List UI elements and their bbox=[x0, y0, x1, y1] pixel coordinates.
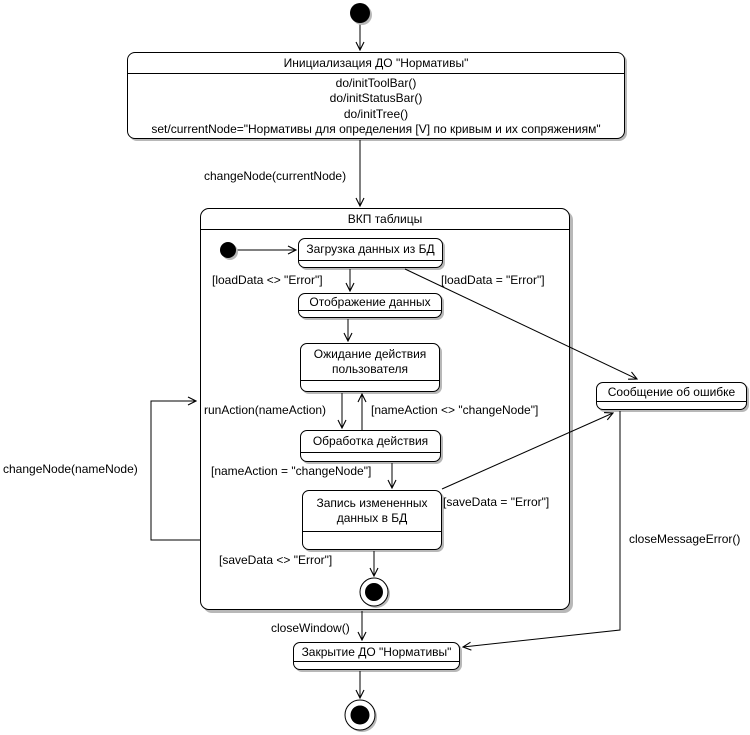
state-display-data: Отображение данных bbox=[298, 293, 442, 318]
final-state-dot bbox=[350, 705, 370, 725]
state-internal-actions: do/initToolBar() do/initStatusBar() do/i… bbox=[128, 74, 624, 138]
state-empty-compartment bbox=[301, 452, 440, 461]
transition-label-closewindow: closeWindow() bbox=[271, 621, 350, 635]
state-action: do/initTree() bbox=[343, 106, 409, 121]
state-close-do-normativy: Закрытие ДО "Нормативы" bbox=[293, 642, 460, 670]
state-process-action: Обработка действия bbox=[300, 430, 441, 462]
state-empty-compartment bbox=[294, 661, 459, 669]
transition-label-changenode-currentnode: changeNode(currentNode) bbox=[204, 169, 347, 183]
initial-state-node bbox=[350, 3, 370, 23]
transition-label-changenode-namenode: changeNode(nameNode) bbox=[3, 462, 138, 476]
transition-label-savedata-error: [saveData = "Error"] bbox=[443, 495, 550, 509]
composite-state-title: ВКП таблицы bbox=[201, 209, 569, 230]
state-title: Инициализация ДО "Нормативы" bbox=[128, 53, 624, 74]
state-title: Запись измененных данных в БД bbox=[316, 496, 428, 525]
state-title: Отображение данных bbox=[309, 294, 431, 309]
state-save-changed-data: Запись измененных данных в БД bbox=[302, 490, 442, 550]
final-state-ring bbox=[344, 699, 376, 731]
transition-label-closemessageerror: closeMessageError() bbox=[629, 532, 741, 546]
transition-label-loaddata-error: [loadData = "Error"] bbox=[441, 273, 545, 287]
state-title: Загрузка данных из БД bbox=[306, 242, 435, 256]
state-load-data-from-db: Загрузка данных из БД bbox=[298, 238, 443, 268]
state-empty-compartment bbox=[597, 401, 746, 409]
state-title: Закрытие ДО "Нормативы" bbox=[301, 644, 452, 659]
transition-label-nameaction-eq: [nameAction = "changeNode"] bbox=[211, 464, 372, 478]
initial-state-shadow bbox=[352, 5, 372, 25]
edge-vkp-self-loop bbox=[150, 401, 200, 541]
state-title: Обработка действия bbox=[312, 434, 429, 448]
state-title: Сообщение об ошибке bbox=[607, 384, 736, 399]
transition-label-nameaction-neq: [nameAction <> "changeNode"] bbox=[371, 403, 539, 417]
state-error-message: Сообщение об ошибке bbox=[596, 382, 747, 410]
transition-label-runaction: runAction(nameAction) bbox=[204, 403, 327, 417]
transition-label-loaddata-ok: [loadData <> "Error"] bbox=[212, 273, 323, 287]
transition-label-savedata-ok: [saveData <> "Error"] bbox=[219, 553, 333, 567]
state-action: do/initStatusBar() bbox=[329, 91, 423, 106]
state-title: Ожидание действия пользователя bbox=[313, 347, 427, 376]
state-empty-compartment bbox=[303, 531, 441, 549]
state-empty-compartment bbox=[301, 380, 439, 391]
state-action: do/initToolBar() bbox=[335, 76, 417, 91]
state-init-do-normativy: Инициализация ДО "Нормативы" do/initTool… bbox=[127, 52, 625, 139]
state-empty-compartment bbox=[299, 260, 442, 267]
state-wait-user-action: Ожидание действия пользователя bbox=[300, 343, 440, 392]
state-action: set/currentNode="Нормативы для определен… bbox=[151, 121, 601, 136]
state-empty-compartment bbox=[299, 310, 441, 317]
final-state-shadow bbox=[347, 702, 377, 732]
